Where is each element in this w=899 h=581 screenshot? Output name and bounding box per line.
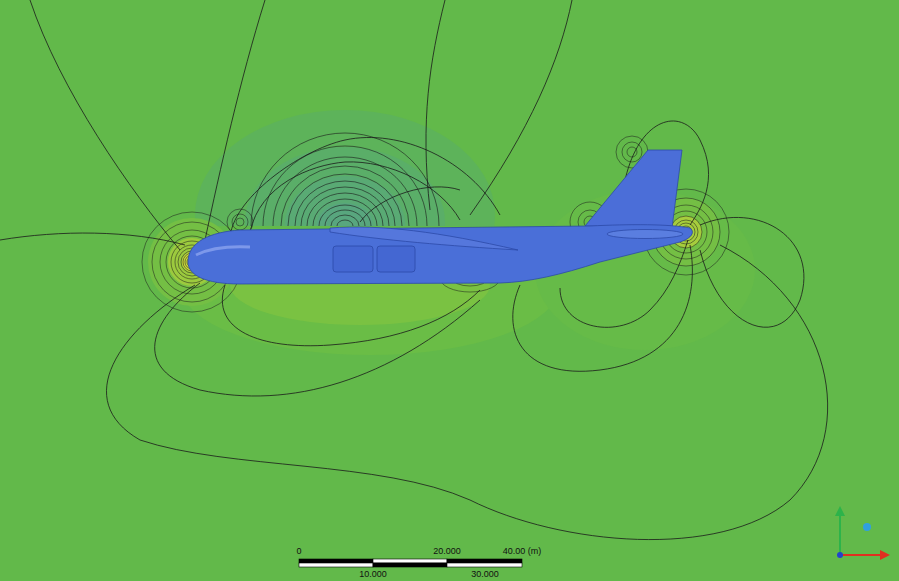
scale-label: 20.000: [433, 547, 461, 556]
contour-lines: [0, 0, 828, 540]
scale-label: 10.000: [359, 570, 387, 579]
scale-label: 0: [296, 547, 301, 556]
scale-label: 40.00 (m): [503, 547, 542, 556]
scale-label: 30.000: [471, 570, 499, 579]
suction-contours: [251, 133, 439, 226]
stagnation-contours: [142, 136, 729, 312]
aircraft: [188, 150, 692, 284]
axis-triad: [835, 506, 890, 560]
scale-bar: [299, 559, 522, 567]
pressure-regions: [148, 110, 755, 355]
